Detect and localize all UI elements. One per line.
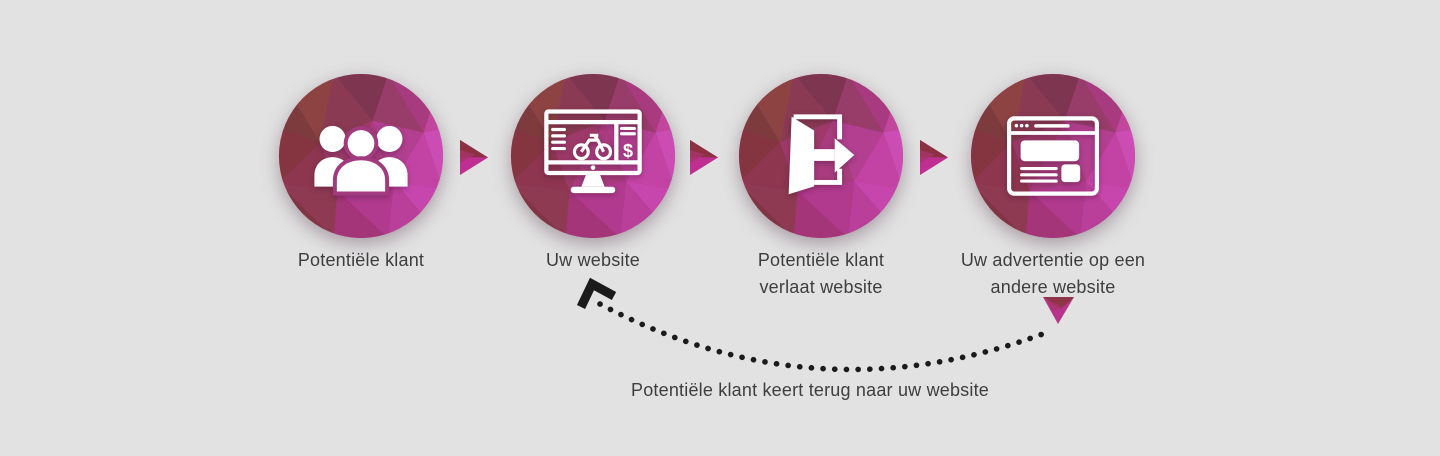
- step-label-line: Uw advertentie op een: [960, 250, 1146, 270]
- dotted-curve: [597, 301, 1051, 373]
- flow-arrow-icon: [460, 140, 488, 175]
- step-klant-verlaat-website: Potentiële klant verlaat website: [706, 74, 936, 301]
- exit-door-icon: [788, 114, 855, 195]
- svg-text:$: $: [623, 141, 633, 161]
- step-uw-website: $ Uw website: [478, 74, 708, 274]
- step-label-line: Potentiële klant: [297, 250, 425, 270]
- browser-ad-icon: [1007, 116, 1099, 196]
- step-label: Uw website: [478, 247, 708, 274]
- step-circle: $: [511, 74, 675, 238]
- step-potentiele-klant: Potentiële klant: [246, 74, 476, 274]
- step-label-line: Potentiële klant: [757, 250, 885, 270]
- step-circle: [739, 74, 903, 238]
- step-label-line: verlaat website: [759, 277, 883, 297]
- flow-arrow-icon: [690, 140, 718, 175]
- step-label: Potentiële klant: [246, 247, 476, 274]
- curve-arrowhead-icon: [576, 277, 617, 309]
- webshop-monitor-icon: $: [544, 109, 642, 194]
- step-circle: [279, 74, 443, 238]
- step-label: Potentiële klant verlaat website: [706, 247, 936, 301]
- step-label: Uw advertentie op een andere website: [938, 247, 1168, 301]
- step-label-line: Uw website: [545, 250, 641, 270]
- flow-arrow-icon: [920, 140, 948, 175]
- step-label-line: andere website: [990, 277, 1116, 297]
- curve-start-triangle-icon: [1043, 297, 1074, 324]
- users-icon: [314, 125, 408, 196]
- return-caption: Potentiële klant keert terug naar uw web…: [631, 380, 989, 400]
- step-advertentie-andere-website: Uw advertentie op een andere website: [938, 74, 1168, 301]
- step-circle: [971, 74, 1135, 238]
